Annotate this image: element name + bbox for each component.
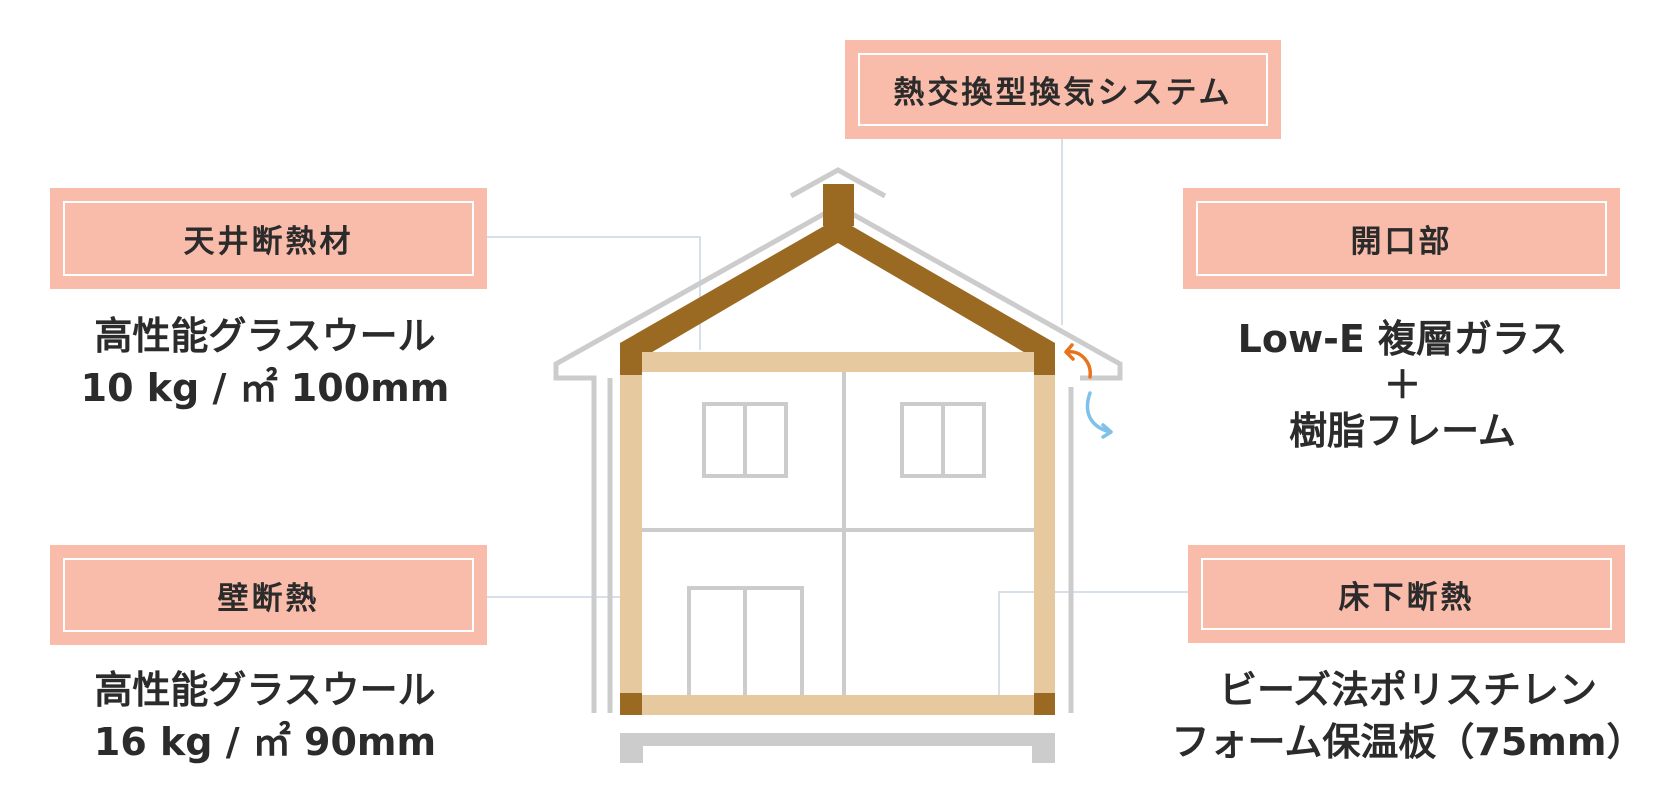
desc-ceiling: 高性能グラスウール 10 kg / ㎡ 100mm [30, 310, 500, 414]
ventilation-arrows [1064, 343, 1113, 439]
desc-wall-line1: 高性能グラスウール [94, 668, 436, 712]
desc-opening-line2: ＋ [1383, 363, 1422, 407]
floor-corner-blocks [620, 693, 1055, 715]
leader-line-floor [998, 591, 1190, 703]
desc-ceiling-line2: 10 kg / ㎡ 100mm [80, 366, 450, 410]
label-floor-text: 床下断熱 [1201, 558, 1612, 630]
label-wall-text: 壁断熱 [63, 558, 474, 632]
label-ceiling-text: 天井断熱材 [63, 201, 474, 276]
label-ventilation-text: 熱交換型換気システム [858, 53, 1268, 126]
window-upper-left [702, 402, 788, 478]
desc-floor-line2: フォーム保温板（75mm） [1171, 720, 1645, 764]
desc-floor-line1: ビーズ法ポリスチレン [1218, 668, 1598, 712]
interior-walls [642, 372, 1034, 695]
insulation-frame [620, 352, 1055, 715]
door-lower-left [687, 586, 804, 695]
desc-floor: ビーズ法ポリスチレン フォーム保温板（75mm） [1168, 664, 1648, 768]
desc-opening: Low-E 複層ガラス ＋ 樹脂フレーム [1170, 316, 1635, 454]
ridge-block [823, 184, 854, 226]
window-upper-right [900, 402, 986, 478]
desc-wall-line2: 16 kg / ㎡ 90mm [93, 720, 437, 764]
roof-rafter [620, 218, 1055, 375]
label-opening-text: 開口部 [1196, 201, 1607, 276]
foundation [620, 733, 1055, 763]
desc-wall: 高性能グラスウール 16 kg / ㎡ 90mm [30, 664, 500, 768]
label-floor: 床下断熱 [1188, 545, 1625, 643]
desc-ceiling-line1: 高性能グラスウール [94, 314, 436, 358]
desc-opening-line3: 樹脂フレーム [1289, 409, 1516, 453]
label-opening: 開口部 [1183, 188, 1620, 289]
label-ceiling: 天井断熱材 [50, 188, 487, 289]
label-wall: 壁断熱 [50, 545, 487, 645]
label-ventilation: 熱交換型換気システム [845, 40, 1281, 139]
house-outer-outline [553, 167, 1123, 713]
desc-opening-line1: Low-E 複層ガラス [1237, 317, 1568, 361]
